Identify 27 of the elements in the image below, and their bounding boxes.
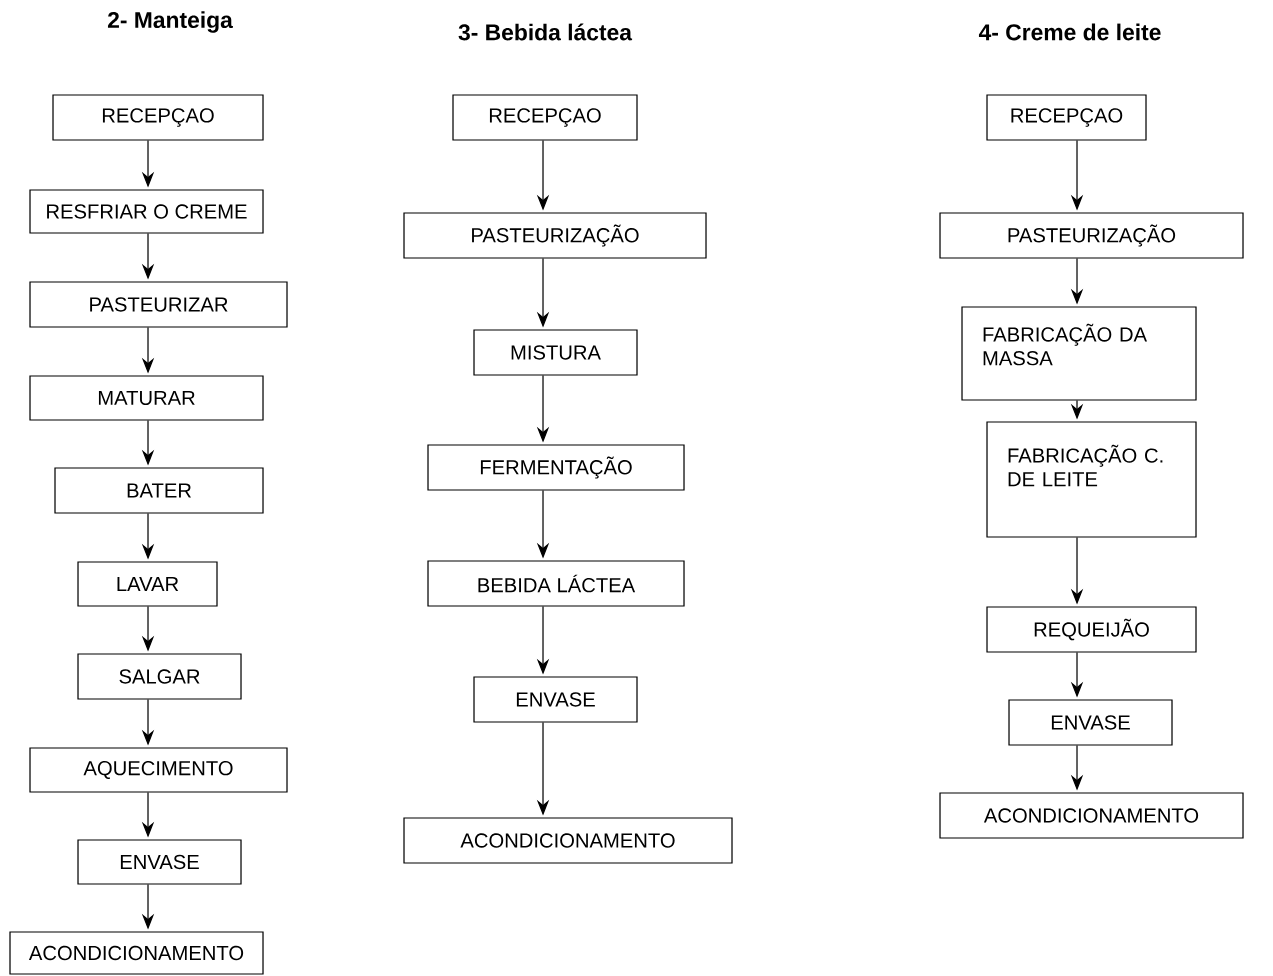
process-box: REQUEIJÃO — [986, 606, 1197, 653]
process-box: FERMENTAÇÃO — [427, 444, 685, 491]
process-box: MISTURA — [473, 329, 638, 376]
process-box: PASTEURIZAÇÃO — [403, 212, 707, 259]
process-box: RECEPÇAO — [52, 94, 264, 141]
column-heading: 2- Manteiga — [107, 11, 233, 33]
process-box: PASTEURIZAR — [29, 281, 288, 328]
process-box: ACONDICIONAMENTO — [403, 817, 733, 864]
process-box: FABRICAÇÃO DA MASSA — [961, 306, 1197, 401]
process-box: ENVASE — [77, 839, 242, 885]
process-box: PASTEURIZAÇÃO — [939, 212, 1244, 259]
process-box: BATER — [54, 467, 264, 514]
process-box: ACONDICIONAMENTO — [939, 792, 1244, 839]
process-box: RECEPÇAO — [986, 94, 1147, 141]
process-box: LAVAR — [77, 561, 218, 607]
process-box: ENVASE — [473, 676, 638, 723]
process-box: MATURAR — [29, 375, 264, 421]
process-box: BEBIDA LÁCTEA — [427, 560, 685, 607]
process-box: AQUECIMENTO — [29, 747, 288, 793]
process-box: RESFRIAR O CREME — [29, 189, 264, 234]
process-box: ENVASE — [1008, 699, 1173, 746]
process-box: FABRICAÇÃO C. DE LEITE — [986, 421, 1197, 538]
column-heading: 3- Bebida láctea — [458, 23, 633, 41]
process-box: SALGAR — [77, 653, 242, 700]
process-box: ACONDICIONAMENTO — [9, 931, 264, 975]
column-heading: 4- Creme de leite — [978, 23, 1161, 41]
process-box: RECEPÇAO — [452, 94, 638, 141]
